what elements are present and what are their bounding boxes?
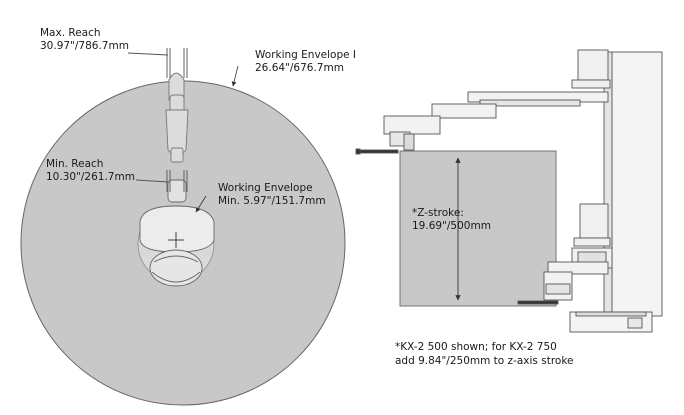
z-stroke-label: *Z-stroke: 19.69"/500mm xyxy=(412,207,491,233)
top-view xyxy=(20,48,346,406)
working-envelope-max-value: 26.64"/676.7mm xyxy=(255,62,344,74)
center-crosshair xyxy=(168,232,184,248)
working-envelope-max-label: Working Envelope I 26.64"/676.7mm xyxy=(255,49,356,75)
lower-arm-links xyxy=(543,261,609,301)
gripper-fingers-top xyxy=(127,48,188,78)
side-view xyxy=(355,49,663,333)
footnote-line-2: add 9.84"/250mm to z-axis stroke xyxy=(395,355,574,367)
min-reach-title: Min. Reach xyxy=(46,158,104,170)
min-reach-value: 10.30"/261.7mm xyxy=(46,171,135,183)
z-stroke-title: *Z-stroke: xyxy=(412,207,464,219)
leader-lines-top-view xyxy=(195,65,239,213)
footnote: *KX-2 500 shown; for KX-2 750 add 9.84"/… xyxy=(395,340,574,368)
robot-arm-retracted xyxy=(139,179,215,287)
lower-motor xyxy=(571,203,613,269)
robot-arm-extended xyxy=(165,72,189,163)
upper-motor xyxy=(571,49,611,89)
gripper-fingers-lower xyxy=(135,170,188,192)
lower-gripper xyxy=(517,300,559,305)
working-envelope-min-label: Working Envelope Min. 5.97"/151.7mm xyxy=(218,182,326,208)
robot-column xyxy=(569,51,663,333)
max-reach-title: Max. Reach xyxy=(40,27,101,39)
z-stroke-box xyxy=(399,150,557,307)
min-reach-label: Min. Reach 10.30"/261.7mm xyxy=(46,158,135,184)
upper-arm-links xyxy=(383,91,609,151)
working-envelope-min-value: Min. 5.97"/151.7mm xyxy=(218,195,326,207)
max-reach-label: Max. Reach 30.97"/786.7mm xyxy=(40,27,129,53)
working-envelope-max-title: Working Envelope I xyxy=(255,49,357,61)
max-reach-value: 30.97"/786.7mm xyxy=(40,40,129,52)
working-envelope-min-title: Working Envelope xyxy=(218,182,313,194)
gripper-side xyxy=(355,148,399,155)
footnote-line-1: *KX-2 500 shown; for KX-2 750 xyxy=(395,341,557,353)
z-stroke-value: 19.69"/500mm xyxy=(412,220,491,232)
